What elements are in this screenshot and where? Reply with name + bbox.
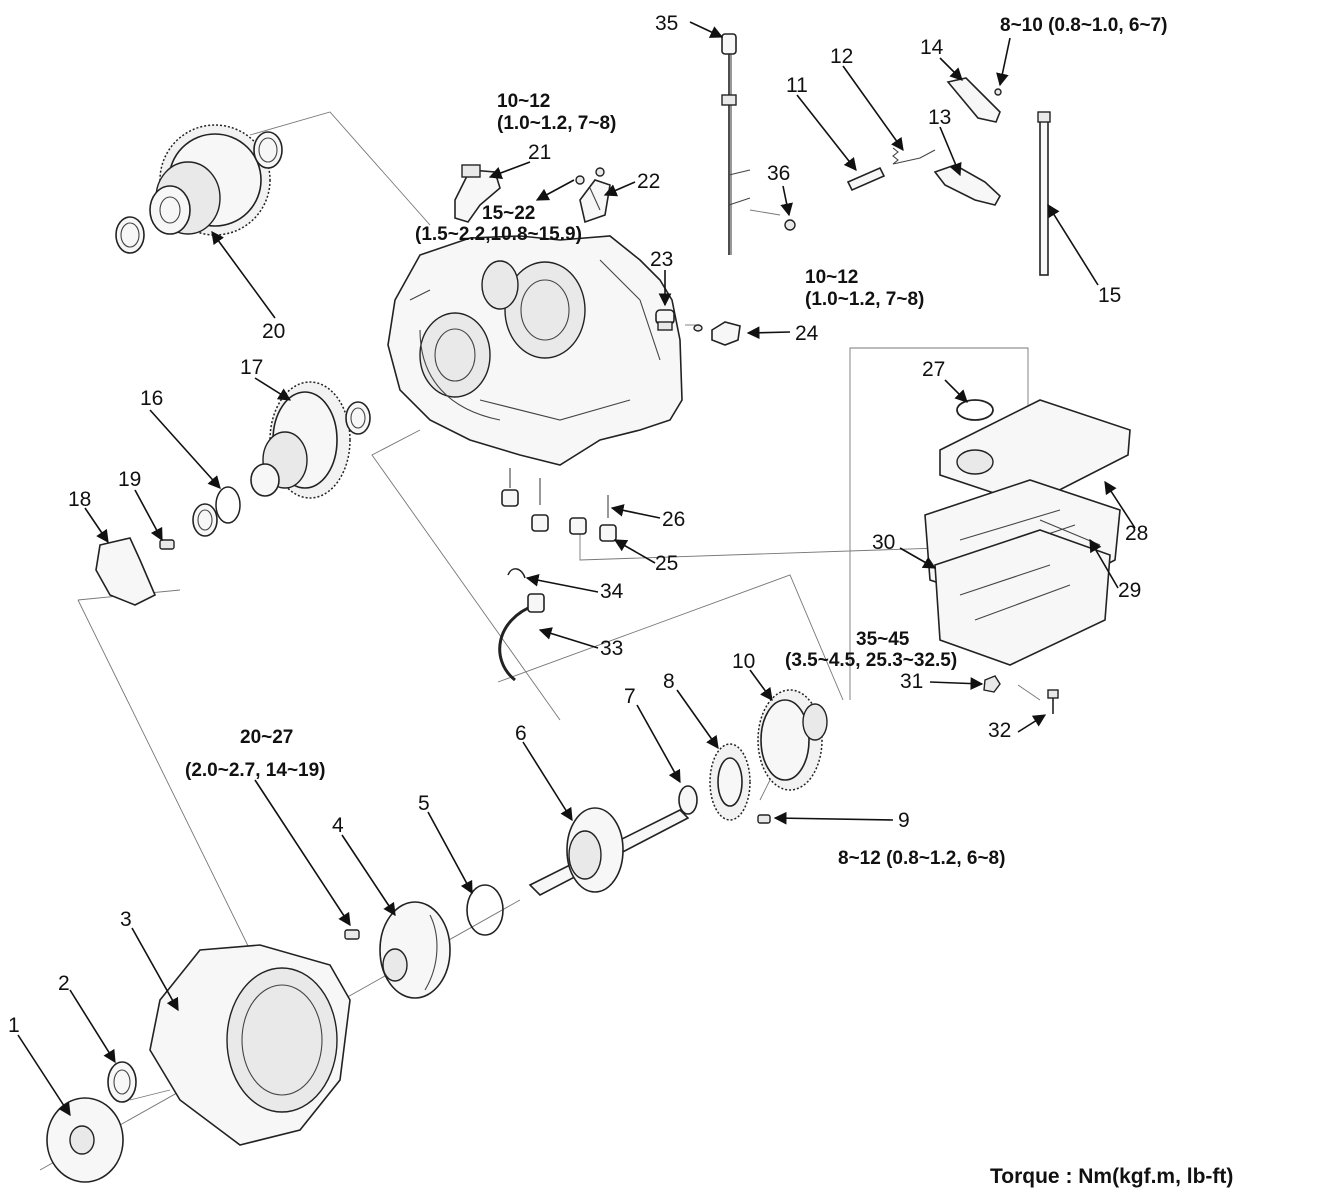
callout-3: 3: [120, 908, 132, 931]
callout-9: 9: [898, 809, 910, 832]
callout-17: 17: [240, 356, 263, 379]
bracket: [579, 179, 611, 224]
manual-control-shaft: [1037, 111, 1051, 276]
oil-pump: [379, 901, 451, 999]
callout-6: 6: [515, 722, 527, 745]
callout-1: 1: [8, 1014, 20, 1037]
differential-drive-gear-assembly: [149, 124, 271, 236]
oil-filter: [939, 399, 1131, 506]
callout-30: 30: [872, 531, 895, 554]
oil-guide-cover: [95, 537, 157, 606]
plug: [655, 309, 675, 331]
torque-spec-10-12-mid-units: (1.0~1.2, 7~8): [805, 289, 924, 310]
drive-sprocket: [709, 743, 751, 821]
callout-34: 34: [600, 580, 624, 603]
seal: [678, 785, 698, 815]
torque-spec-35-45-value: 35~45: [856, 629, 910, 650]
o-ring-5: [466, 884, 504, 936]
torque-spec-8-12: 8~12 (0.8~1.2, 6~8): [838, 848, 1005, 869]
detent-spring: [892, 147, 936, 165]
callout-29: 29: [1118, 579, 1141, 602]
callout-26: 26: [662, 508, 685, 531]
callout-33: 33: [600, 637, 623, 660]
callout-5: 5: [418, 792, 430, 815]
torque-spec-35-45-units: (3.5~4.5, 25.3~32.5): [785, 650, 957, 671]
detent-plate: [946, 77, 1002, 123]
differential-bearing-race: [115, 131, 283, 254]
manual-control-lever: [933, 164, 1002, 206]
callout-10: 10: [732, 650, 755, 673]
oil-level-gauge: [721, 33, 751, 255]
part-callouts: 1 2 3 4 5 6 7 8 9 10 11 12 13 14 15 16 1…: [8, 12, 1148, 1037]
torque-spec-10-12-mid-value: 10~12: [805, 267, 858, 288]
torque-spec-20-27-value: 20~27: [240, 727, 293, 748]
callout-14: 14: [920, 36, 944, 59]
torque-spec-10-12-top-value: 10~12: [497, 91, 550, 112]
converter-housing: [149, 944, 351, 1146]
torque-specifications: 8~10 (0.8~1.0, 6~7) 10~12 (1.0~1.2, 7~8)…: [185, 15, 1167, 869]
wire-harness: [498, 593, 545, 682]
callout-35: 35: [655, 12, 678, 35]
callout-25: 25: [655, 552, 678, 575]
transaxle-case: [387, 235, 683, 466]
bolt-9: [757, 814, 771, 824]
clip: [507, 568, 526, 579]
callout-8: 8: [663, 670, 675, 693]
input-shaft-assembly: [528, 807, 690, 896]
bearing-race: [192, 503, 218, 537]
bolt-32: [1047, 689, 1059, 714]
callout-12: 12: [830, 45, 853, 68]
callout-2: 2: [58, 972, 70, 995]
torque-spec-15-22-value: 15~22: [482, 203, 535, 224]
bolt-31: [983, 675, 1001, 693]
torque-spec-20-27-units: (2.0~2.7, 14~19): [185, 760, 326, 781]
torque-spec-8-10: 8~10 (0.8~1.0, 6~7): [1000, 15, 1167, 36]
torque-spec-15-22-units: (1.5~2.2,10.8~15.9): [415, 224, 582, 245]
oil-pump-sprocket: [757, 689, 828, 791]
callout-19: 19: [118, 468, 141, 491]
callout-18: 18: [68, 488, 91, 511]
differential-case-assembly: [250, 381, 351, 499]
torque-spec-10-12-top-units: (1.0~1.2, 7~8): [497, 113, 616, 134]
callout-36: 36: [767, 162, 790, 185]
bolt-19: [159, 539, 175, 550]
snap-ring: [215, 486, 241, 524]
callout-28: 28: [1125, 522, 1148, 545]
oil-seal: [107, 1061, 137, 1103]
callout-24: 24: [795, 322, 819, 345]
bracket-bolt: [575, 167, 605, 185]
pin: [846, 166, 886, 192]
callout-16: 16: [140, 387, 163, 410]
oil-pan: [934, 529, 1111, 666]
callout-7: 7: [624, 685, 636, 708]
callout-15: 15: [1098, 284, 1121, 307]
o-ring: [956, 399, 994, 421]
callout-13: 13: [928, 106, 951, 129]
callout-11: 11: [786, 74, 808, 97]
callout-4: 4: [332, 814, 344, 837]
callout-23: 23: [650, 248, 673, 271]
callout-21: 21: [528, 141, 551, 164]
callout-20: 20: [262, 320, 285, 343]
differential-side-bearing: [345, 401, 371, 435]
bolt-4: [344, 929, 360, 940]
torque-units-legend: Torque : Nm(kgf.m, lb-ft): [990, 1165, 1233, 1188]
torque-converter: [46, 1097, 124, 1183]
accumulator-springs: [509, 468, 609, 518]
accumulator-pistons: [501, 489, 617, 542]
callout-32: 32: [988, 719, 1011, 742]
leader-lines: [17, 21, 1136, 1117]
speed-sensor: [454, 164, 501, 223]
callout-27: 27: [922, 358, 945, 381]
callout-31: 31: [900, 670, 923, 693]
oil-temperature-sensor: [693, 321, 741, 346]
bolt-36: [784, 219, 796, 231]
callout-22: 22: [637, 170, 660, 193]
